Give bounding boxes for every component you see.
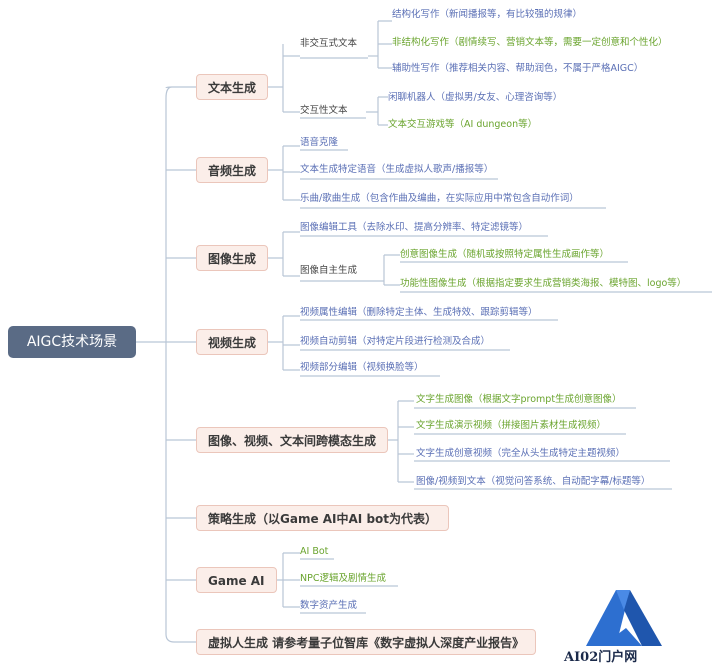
node-video-attribute-edit: 视频属性编辑（删除特定主体、生成特效、跟踪剪辑等） (300, 307, 538, 318)
node-interactive-text: 交互性文本 (300, 105, 348, 116)
node-digital-assets: 数字资产生成 (300, 600, 358, 611)
category-virtual-human: 虚拟人生成 请参考量子位智库《数字虚拟人深度产业报告》 (196, 629, 537, 655)
node-ai-bot: AI Bot (300, 546, 329, 557)
node-text-to-image: 文字生成图像（根据文字prompt生成创意图像） (416, 394, 622, 405)
node-structured-writing: 结构化写作（新闻播报等，有比较强的规律） (392, 9, 583, 20)
category-image-generation: 图像生成 (196, 245, 269, 271)
node-voice-clone: 语音克隆 (300, 137, 339, 148)
node-video-partial-edit: 视频部分编辑（视频换脸等） (300, 362, 424, 373)
node-text-game: 文本交互游戏等（AI dungeon等） (388, 119, 538, 130)
node-text-to-creative-video: 文字生成创意视频（完全从头生成特定主题视频） (416, 448, 626, 459)
node-chatbot: 闲聊机器人（虚拟男/女友、心理咨询等） (388, 92, 563, 103)
node-music-generation: 乐曲/歌曲生成（包含作曲及编曲，在实际应用中常包含自动作词） (300, 193, 579, 204)
category-cross-modal-generation: 图像、视频、文本间跨模态生成 (196, 427, 389, 453)
root-node: AIGC技术场景 (8, 326, 136, 358)
category-audio-generation: 音频生成 (196, 157, 269, 183)
node-image-video-to-text: 图像/视频到文本（视觉问答系统、自动配字幕/标题等） (416, 476, 651, 487)
category-game-ai: Game AI (196, 567, 277, 593)
node-non-interactive-text: 非交互式文本 (300, 38, 358, 49)
node-creative-image: 创意图像生成（随机或按照特定属性生成画作等） (400, 249, 610, 260)
node-assistive-writing: 辅助性写作（推荐相关内容、帮助润色，不属于严格AIGC） (392, 63, 644, 74)
node-video-auto-cut: 视频自动剪辑（对特定片段进行检测及合成） (300, 336, 491, 347)
category-text-generation: 文本生成 (196, 74, 269, 100)
category-strategy-generation: 策略生成（以Game AI中AI bot为代表） (196, 505, 450, 531)
node-image-autonomous: 图像自主生成 (300, 265, 358, 276)
watermark-text: AI02门户网 (564, 650, 638, 665)
node-unstructured-writing: 非结构化写作（剧情续写、营销文本等，需要一定创意和个性化） (392, 37, 668, 48)
category-video-generation: 视频生成 (196, 329, 269, 355)
node-image-editing: 图像编辑工具（去除水印、提高分辨率、特定滤镜等） (300, 222, 529, 233)
node-text-to-demo-video: 文字生成演示视频（拼接图片素材生成视频） (416, 420, 607, 431)
node-text-to-speech: 文本生成特定语音（生成虚拟人歌声/播报等） (300, 164, 494, 175)
node-functional-image: 功能性图像生成（根据指定要求生成营销类海报、模特图、logo等） (400, 278, 687, 289)
node-npc-logic: NPC逻辑及剧情生成 (300, 573, 386, 584)
watermark-logo-icon (586, 590, 662, 646)
